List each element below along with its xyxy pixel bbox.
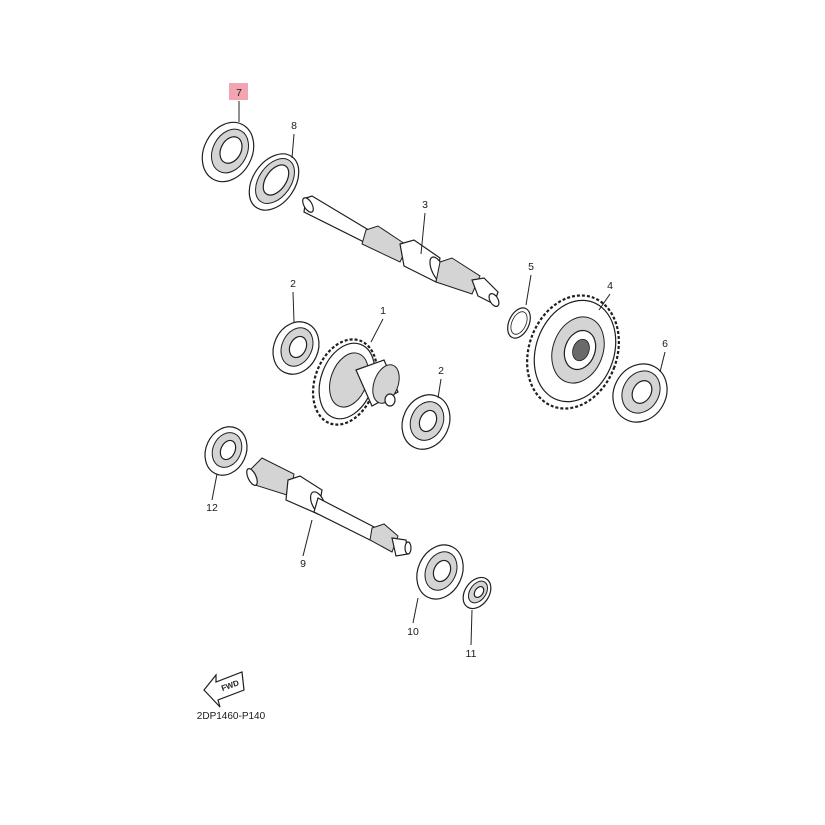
leader-12 [211,473,218,501]
callout-9[interactable]: 9 [300,558,306,570]
part-3-main-axle[interactable] [301,195,501,308]
fwd-arrow-icon [203,671,245,708]
leader-2-upper [292,291,295,323]
leader-5 [525,274,532,306]
callout-5[interactable]: 5 [528,261,534,273]
callout-7-highlight [229,83,248,100]
part-1-primary-gear[interactable] [302,330,404,433]
part-4-gear[interactable] [512,282,634,421]
callout-6[interactable]: 6 [662,338,668,350]
leader-9 [302,519,313,557]
callout-4[interactable]: 4 [607,280,613,292]
callout-3[interactable]: 3 [422,199,428,211]
part-11-oil-seal[interactable] [457,572,496,614]
leader-3 [420,212,426,255]
callout-7[interactable]: 7 [236,87,242,99]
callout-10[interactable]: 10 [407,626,419,638]
leader-10 [412,597,419,624]
part-6-bearing[interactable] [602,354,677,432]
part-7-bearing[interactable] [192,113,263,190]
part-12-bearing[interactable] [197,420,254,482]
part-5-circlip[interactable] [503,304,535,341]
callout-1[interactable]: 1 [380,305,386,317]
leader-11 [470,609,473,646]
part-9-drive-axle[interactable] [245,457,412,557]
diagram-code: 2DP1460-P140 [197,711,266,722]
callout-2-lower[interactable]: 2 [438,365,444,377]
part-10-bearing[interactable] [408,537,472,606]
callout-8[interactable]: 8 [291,120,297,132]
leader-2-lower [437,378,442,399]
leader-4 [598,293,611,311]
part-8-oil-seal[interactable] [239,145,309,220]
part-2-bearing-upper[interactable] [265,314,328,382]
part-2-bearing-lower[interactable] [393,387,458,457]
leader-1 [370,318,384,343]
leader-6 [659,351,666,373]
callout-11[interactable]: 11 [466,648,477,660]
leader-8 [291,133,295,159]
callout-2-upper[interactable]: 2 [290,278,296,290]
callout-12[interactable]: 12 [206,502,218,514]
